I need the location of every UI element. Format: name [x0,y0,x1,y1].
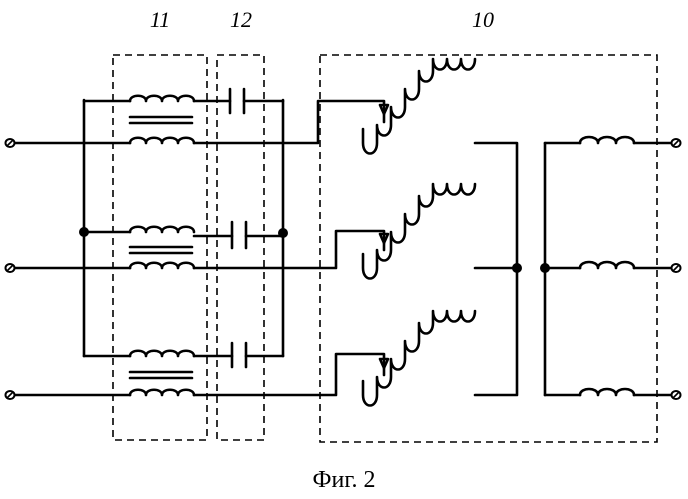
primary-neutral-node [512,263,522,273]
output-terminal-2[interactable] [672,264,681,272]
input-terminal-1[interactable] [6,139,15,147]
block-12-label: 12 [230,7,252,32]
capacitor-3 [232,343,246,367]
capacitor-2 [232,222,246,248]
input-terminal-3[interactable] [6,391,15,399]
capacitor-1 [230,89,244,113]
secondary-neutral-node [540,263,550,273]
figure-caption: Фиг. 2 [313,467,376,493]
left-bus-node [79,227,89,237]
block-10-boundary [320,55,657,442]
phase-3 [6,268,518,406]
block-12-boundary [217,55,264,440]
output-terminal-3[interactable] [672,391,681,399]
block-10-label: 10 [472,7,494,32]
block-11-label: 11 [150,7,170,32]
input-terminal-2[interactable] [6,264,15,272]
secondary-windings [540,137,681,399]
output-terminal-1[interactable] [672,139,681,147]
right-bus-node [278,228,288,238]
